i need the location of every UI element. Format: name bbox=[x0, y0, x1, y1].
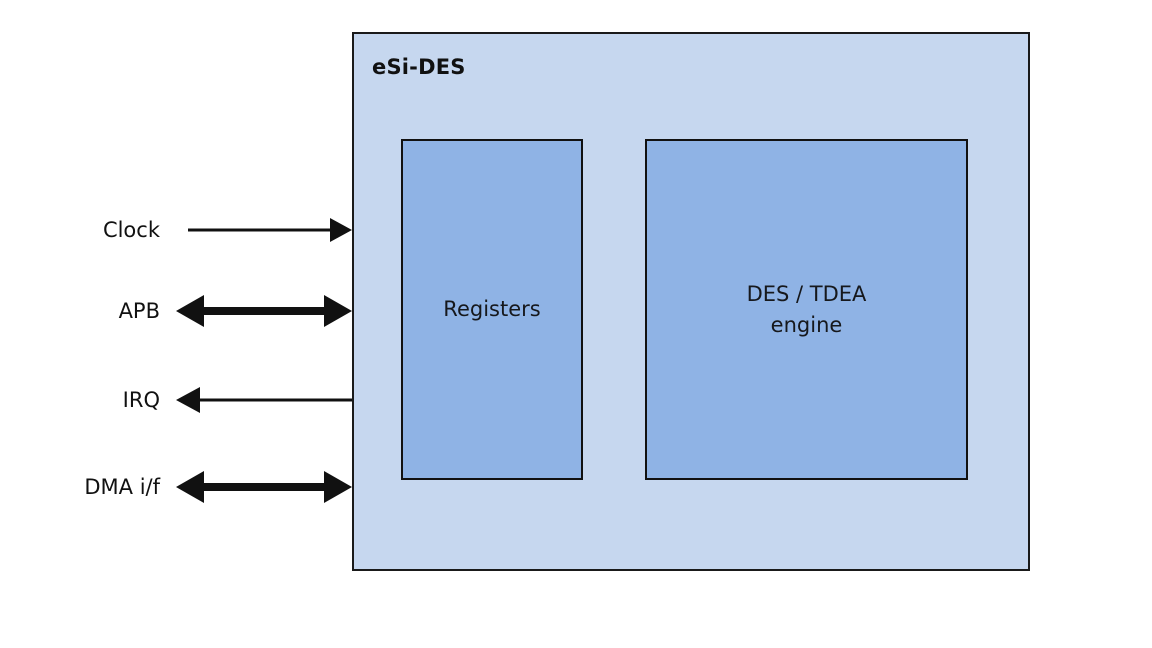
signal-label-irq: IRQ bbox=[122, 388, 160, 412]
arrow-bidirectional-thick-icon bbox=[176, 295, 352, 327]
signal-row-clock: Clock bbox=[0, 210, 352, 250]
arrow-bidirectional-thick-icon bbox=[176, 471, 352, 503]
block-registers-label: Registers bbox=[443, 297, 541, 322]
signal-row-dma: DMA i/f bbox=[0, 467, 352, 507]
signal-row-irq: IRQ bbox=[0, 380, 352, 420]
signal-label-dma: DMA i/f bbox=[84, 475, 160, 499]
arrow-left-thin-icon bbox=[176, 387, 352, 413]
signal-arrow-clock bbox=[0, 210, 352, 250]
chip-title: eSi-DES bbox=[372, 55, 466, 79]
signal-arrow-apb bbox=[0, 291, 352, 331]
signal-arrow-irq bbox=[0, 380, 352, 420]
block-des-tdea-engine-label: DES / TDEA engine bbox=[746, 282, 867, 337]
signal-row-apb: APB bbox=[0, 291, 352, 331]
signal-label-apb: APB bbox=[118, 299, 160, 323]
block-registers: Registers bbox=[401, 139, 583, 480]
signal-label-clock: Clock bbox=[102, 218, 160, 242]
block-des-tdea-engine: DES / TDEA engine bbox=[645, 139, 968, 480]
arrow-right-thin-icon bbox=[188, 218, 352, 242]
signal-arrow-dma bbox=[0, 467, 352, 507]
